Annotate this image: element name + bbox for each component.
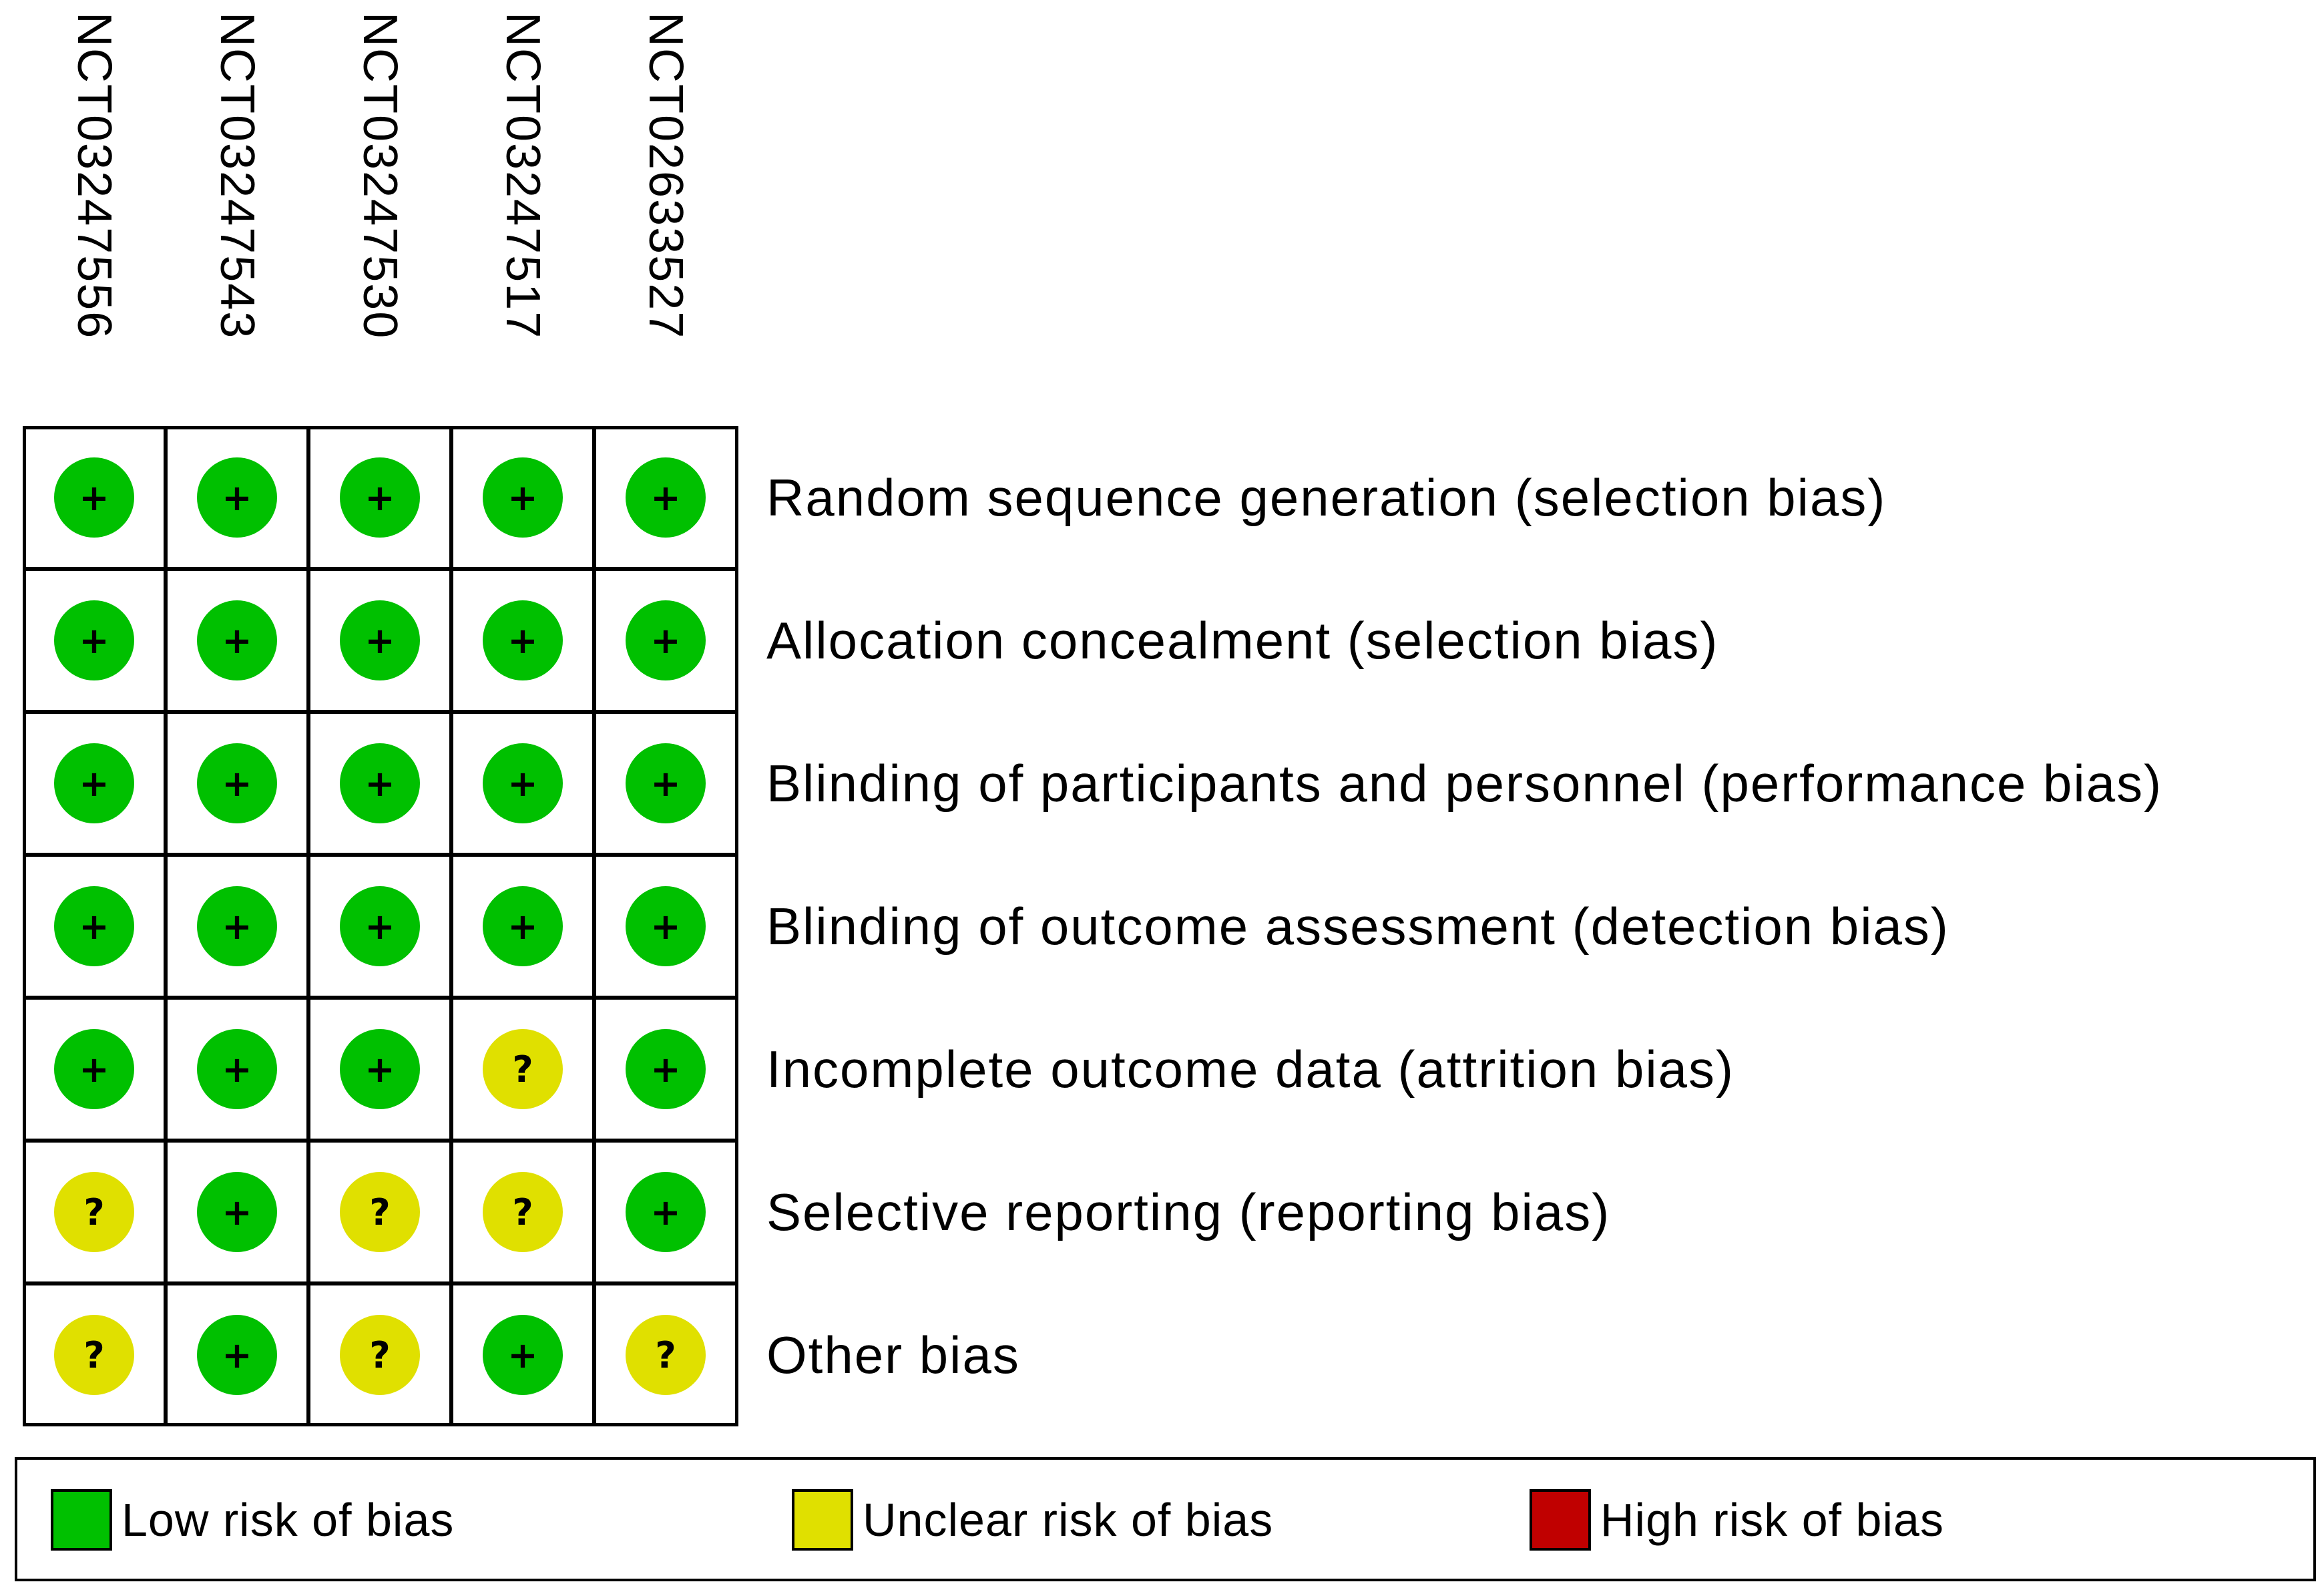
domain-label: Random sequence generation (selection bi…	[766, 468, 1887, 527]
grid-cell: +	[308, 569, 451, 712]
grid-cell: +	[308, 998, 451, 1141]
domain-label: Other bias	[766, 1326, 1020, 1384]
unclear-risk-dot: ?	[54, 1172, 134, 1252]
low-risk-dot: +	[483, 743, 563, 823]
grid-cell: +	[594, 569, 737, 712]
grid-cell: +	[308, 712, 451, 855]
legend-swatch-low	[51, 1489, 112, 1551]
study-label: NCT03247530	[353, 12, 407, 340]
grid-cell: +	[594, 426, 737, 569]
grid-cell: +	[308, 426, 451, 569]
low-risk-dot: +	[626, 1172, 706, 1252]
low-risk-dot: +	[54, 600, 134, 680]
grid-cell: ?	[451, 998, 594, 1141]
unclear-risk-dot: ?	[54, 1315, 134, 1395]
legend-item-unclear: Unclear risk of bias	[792, 1486, 1273, 1553]
low-risk-dot: +	[483, 886, 563, 966]
domain-label: Allocation concealment (selection bias)	[766, 611, 1719, 670]
legend-label: Low risk of bias	[122, 1494, 455, 1546]
grid-cell: +	[166, 855, 308, 998]
low-risk-dot: +	[197, 457, 277, 538]
study-label: NCT03247543	[210, 12, 264, 340]
grid-cell: +	[451, 855, 594, 998]
unclear-risk-dot: ?	[483, 1172, 563, 1252]
low-risk-dot: +	[197, 1172, 277, 1252]
grid-cell: ?	[308, 1283, 451, 1426]
low-risk-dot: +	[54, 886, 134, 966]
grid-cell: +	[23, 998, 166, 1141]
low-risk-dot: +	[340, 886, 420, 966]
grid-cell: ?	[308, 1141, 451, 1283]
grid-cell: +	[308, 855, 451, 998]
unclear-risk-dot: ?	[340, 1172, 420, 1252]
legend-item-high: High risk of bias	[1530, 1486, 1944, 1553]
study-label: NCT03247517	[496, 12, 549, 340]
low-risk-dot: +	[483, 457, 563, 538]
grid-cell: +	[23, 426, 166, 569]
low-risk-dot: +	[197, 1029, 277, 1109]
low-risk-dot: +	[340, 743, 420, 823]
grid-cell: +	[23, 855, 166, 998]
grid-cell: +	[451, 426, 594, 569]
low-risk-dot: +	[483, 600, 563, 680]
study-label: NCT02633527	[639, 12, 692, 340]
low-risk-dot: +	[340, 600, 420, 680]
unclear-risk-dot: ?	[626, 1315, 706, 1395]
grid-cell: +	[166, 426, 308, 569]
low-risk-dot: +	[197, 886, 277, 966]
domain-label: Incomplete outcome data (attrition bias)	[766, 1040, 1735, 1099]
grid-cell: +	[451, 569, 594, 712]
low-risk-dot: +	[197, 743, 277, 823]
low-risk-dot: +	[626, 1029, 706, 1109]
grid-cell: +	[23, 569, 166, 712]
low-risk-dot: +	[54, 1029, 134, 1109]
grid-cell: +	[166, 1141, 308, 1283]
grid-cell: +	[166, 998, 308, 1141]
legend-label: Unclear risk of bias	[863, 1494, 1274, 1546]
low-risk-dot: +	[626, 457, 706, 538]
legend: Low risk of bias Unclear risk of bias High…	[15, 1457, 2316, 1581]
grid-cell: +	[594, 855, 737, 998]
unclear-risk-dot: ?	[483, 1029, 563, 1109]
grid-cell: +	[594, 712, 737, 855]
grid-cell: +	[166, 1283, 308, 1426]
grid-cell: +	[451, 712, 594, 855]
low-risk-dot: +	[626, 886, 706, 966]
domain-label: Selective reporting (reporting bias)	[766, 1183, 1611, 1241]
grid-cell: +	[451, 1283, 594, 1426]
low-risk-dot: +	[626, 743, 706, 823]
grid-cell: ?	[451, 1141, 594, 1283]
domain-label: Blinding of outcome assessment (detectio…	[766, 897, 1949, 956]
judgement-grid: + + + + + + + + + + + + + + + + + + + + + + +? +? +?? +? +? +?	[23, 426, 738, 1426]
grid-cell: +	[23, 712, 166, 855]
grid-cell: ?	[594, 1283, 737, 1426]
low-risk-dot: +	[340, 1029, 420, 1109]
grid-cell: +	[166, 712, 308, 855]
grid-cell: +	[594, 998, 737, 1141]
study-label: NCT03247556	[67, 12, 121, 340]
grid-cell: ?	[23, 1141, 166, 1283]
low-risk-dot: +	[54, 457, 134, 538]
legend-item-low: Low risk of bias	[51, 1486, 454, 1553]
grid-cell: ?	[23, 1283, 166, 1426]
domain-label: Blinding of participants and personnel (…	[766, 754, 2163, 813]
grid-cell: +	[166, 569, 308, 712]
low-risk-dot: +	[54, 743, 134, 823]
grid-cell: +	[594, 1141, 737, 1283]
low-risk-dot: +	[626, 600, 706, 680]
legend-swatch-unclear	[792, 1489, 853, 1551]
low-risk-dot: +	[483, 1315, 563, 1395]
unclear-risk-dot: ?	[340, 1315, 420, 1395]
low-risk-dot: +	[197, 600, 277, 680]
low-risk-dot: +	[340, 457, 420, 538]
legend-label: High risk of bias	[1600, 1494, 1944, 1546]
low-risk-dot: +	[197, 1315, 277, 1395]
legend-swatch-high	[1530, 1489, 1591, 1551]
